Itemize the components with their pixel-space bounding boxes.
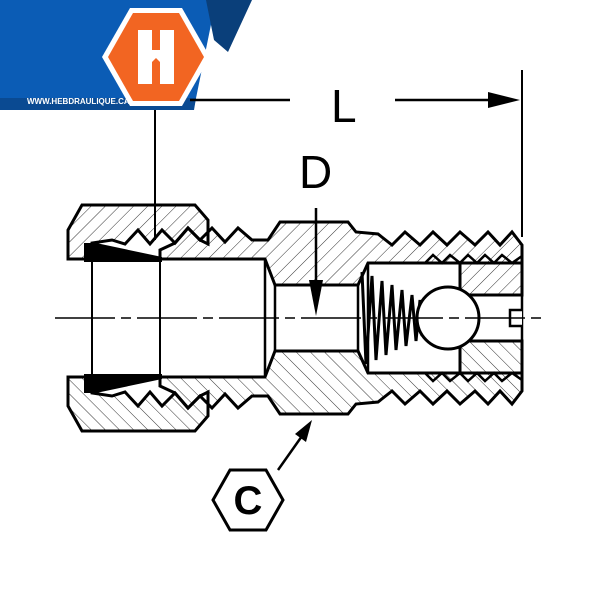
logo-dark-stripe [206,0,252,52]
arrowhead-icon [295,420,312,442]
dimension-l [154,70,523,240]
hex-label: C [234,479,263,523]
ferrule [84,243,162,262]
dimension-l-label: L [331,80,357,132]
arrowhead-icon [309,280,323,316]
arrowhead-icon [488,92,520,108]
hexagon-icon [211,468,285,532]
logo-url: WWW.HEBDRAULIQUE.CA [27,97,130,106]
hex-callout: C [211,420,312,532]
fitting-lower-half [66,339,524,433]
brand-logo: WWW.HEBDRAULIQUE.CA [0,0,252,110]
fitting-upper-half [66,203,524,297]
dimension-d [309,208,323,316]
insert-section [458,261,524,297]
logo-letter-h [138,30,174,84]
insert-thread [368,253,523,265]
dimension-d-label: D [299,146,332,198]
